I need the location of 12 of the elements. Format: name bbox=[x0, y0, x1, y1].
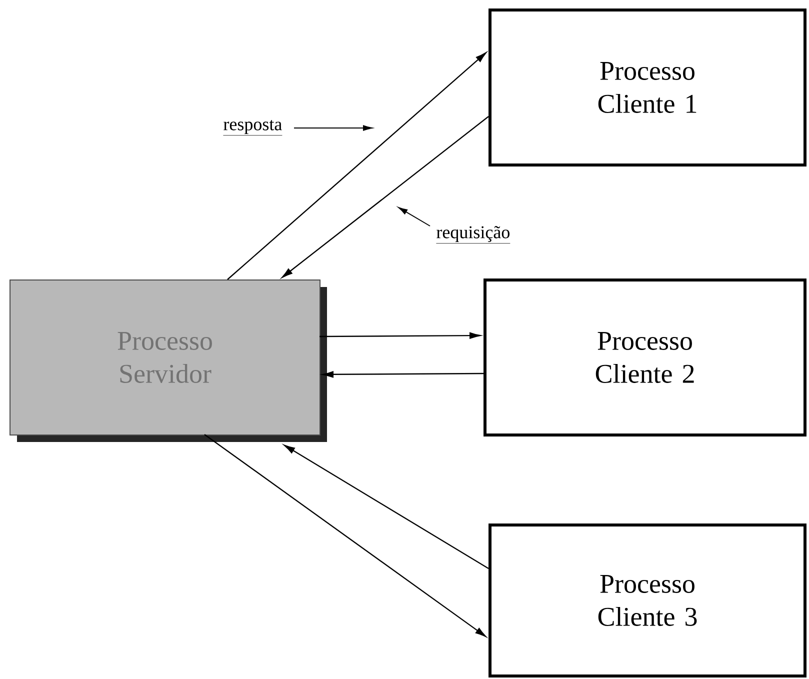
process-box: Processo Cliente 3 bbox=[488, 524, 806, 678]
arrow bbox=[320, 332, 480, 339]
arrow bbox=[284, 444, 489, 569]
arrow bbox=[227, 52, 486, 280]
label-text: resposta bbox=[223, 120, 282, 136]
process-box: Processo Cliente 2 bbox=[484, 278, 806, 436]
label-text: requisição bbox=[436, 226, 510, 244]
server-box: Processo Servidor bbox=[10, 280, 327, 442]
arrow bbox=[322, 371, 484, 378]
arrow bbox=[204, 434, 486, 637]
process-box: Processo Cliente 1 bbox=[488, 8, 806, 166]
arrow bbox=[282, 116, 489, 278]
